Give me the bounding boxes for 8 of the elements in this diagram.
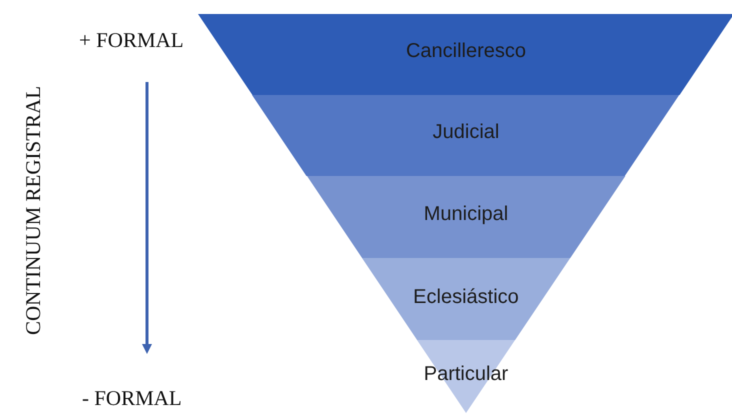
formal-label: + FORMAL xyxy=(79,28,184,53)
formal-label: - FORMAL xyxy=(82,386,182,411)
band-label: Eclesiástico xyxy=(412,286,520,309)
axis-title: CONTINUUM REGISTRAL xyxy=(22,86,46,336)
band-label: Municipal xyxy=(422,203,510,226)
band-label: Cancilleresco xyxy=(404,40,528,63)
band-label: Judicial xyxy=(432,121,500,144)
band-label: Particular xyxy=(422,363,510,386)
